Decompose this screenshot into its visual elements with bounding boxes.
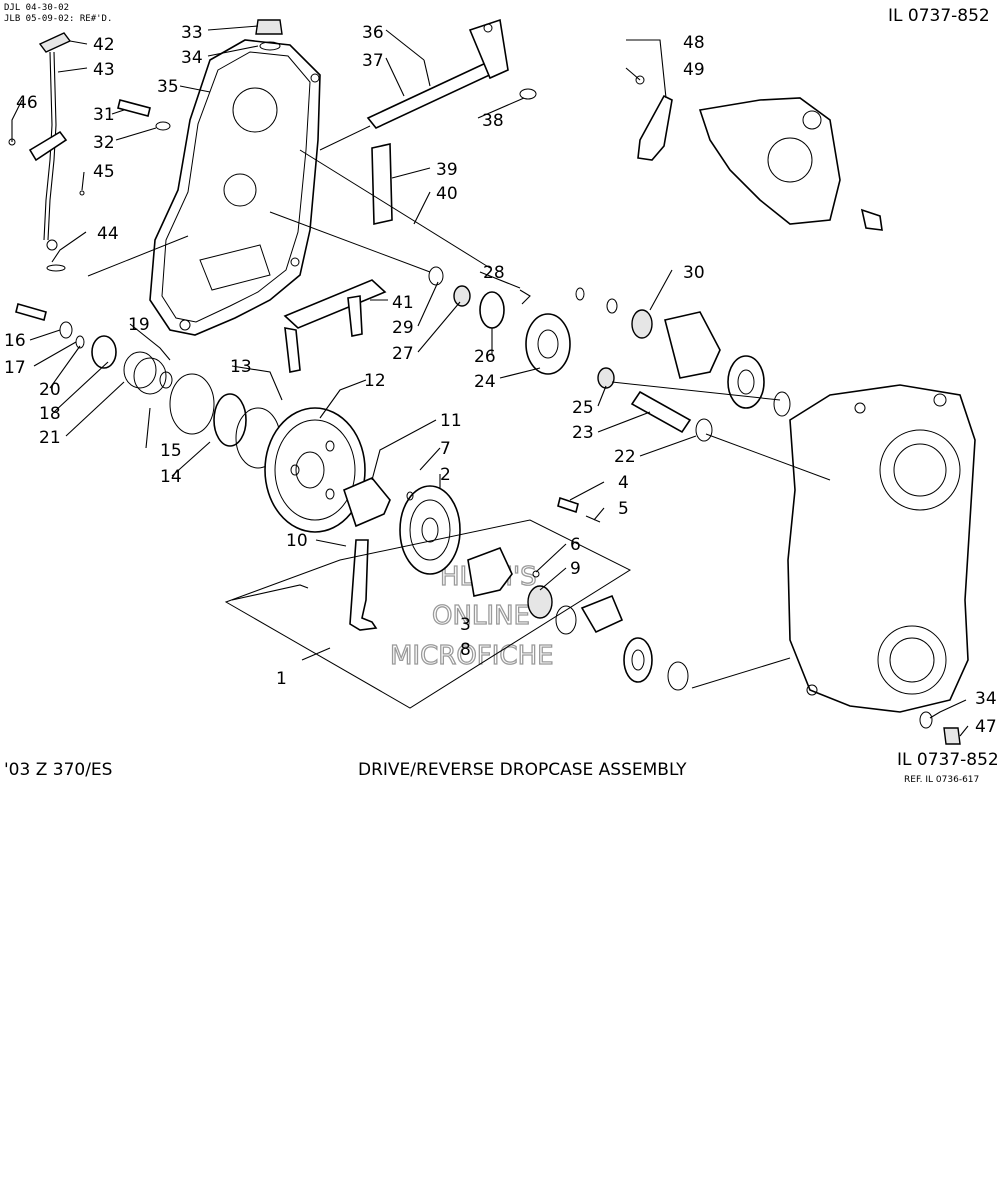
- callout-2: 2: [440, 465, 451, 485]
- callout-37: 37: [362, 51, 384, 71]
- callout-6: 6: [570, 535, 581, 555]
- bearing-cover: [575, 287, 791, 417]
- callout-48: 48: [683, 33, 705, 53]
- splined-hub: [343, 477, 391, 528]
- model-label: '03 Z 370/ES: [4, 760, 112, 780]
- watermark-line-2: ONLINE: [432, 601, 530, 631]
- callout-32: 32: [93, 133, 115, 153]
- callout-47: 47: [975, 717, 997, 737]
- callout-45: 45: [93, 162, 115, 182]
- callout-19: 19: [128, 315, 150, 335]
- callout-24: 24: [474, 372, 496, 392]
- callout-10: 10: [286, 531, 308, 551]
- revision-line-2: JLB 05-09-02: RE#'D.: [4, 14, 112, 24]
- callout-34-drain: 34: [975, 689, 997, 709]
- chaincase-cover: [149, 39, 321, 336]
- drain-plug: [919, 711, 961, 745]
- callout-34-cover: 34: [181, 48, 203, 68]
- callout-28: 28: [483, 263, 505, 283]
- revision-line-1: DJL 04-30-02: [4, 3, 69, 13]
- callout-5: 5: [618, 499, 629, 519]
- callout-33: 33: [181, 23, 203, 43]
- countershaft: [597, 367, 713, 442]
- callout-43: 43: [93, 60, 115, 80]
- shift-shaft: [366, 18, 537, 129]
- callout-40: 40: [436, 184, 458, 204]
- callout-27: 27: [392, 344, 414, 364]
- callout-14: 14: [160, 467, 182, 487]
- callout-22: 22: [614, 447, 636, 467]
- driven-sprocket-stack: [15, 303, 281, 469]
- callout-17: 17: [4, 358, 26, 378]
- callout-49: 49: [683, 60, 705, 80]
- callout-4: 4: [618, 473, 629, 493]
- callout-41: 41: [392, 293, 414, 313]
- diagram-title: DRIVE/REVERSE DROPCASE ASSEMBLY: [358, 760, 687, 780]
- callout-13: 13: [230, 357, 252, 377]
- watermark-line-3: MICROFICHE: [390, 641, 554, 671]
- callout-30: 30: [683, 263, 705, 283]
- fill-cap: [255, 19, 283, 51]
- callout-31: 31: [93, 105, 115, 125]
- callout-18: 18: [39, 404, 61, 424]
- callout-20: 20: [39, 380, 61, 400]
- callout-12: 12: [364, 371, 386, 391]
- callout-42: 42: [93, 35, 115, 55]
- callout-29: 29: [392, 318, 414, 338]
- dropcase-housing: [787, 384, 976, 713]
- callout-38: 38: [482, 111, 504, 131]
- bolt-31: [117, 99, 171, 131]
- callout-1: 1: [276, 669, 287, 689]
- drive-chain: [349, 539, 378, 631]
- retainer-plate: [371, 143, 393, 225]
- reference-id: REF. IL 0736-617: [904, 775, 979, 785]
- callout-26: 26: [474, 347, 496, 367]
- callout-16: 16: [4, 331, 26, 351]
- callout-44: 44: [97, 224, 119, 244]
- callout-36: 36: [362, 23, 384, 43]
- leader-lines: [11, 25, 969, 737]
- callout-39: 39: [436, 160, 458, 180]
- callout-3: 3: [460, 615, 471, 635]
- illustration-id-top: IL 0737-852: [888, 6, 990, 26]
- callout-23: 23: [572, 423, 594, 443]
- callout-25: 25: [572, 398, 594, 418]
- callout-11: 11: [440, 411, 462, 431]
- callout-46: 46: [16, 93, 38, 113]
- callout-21: 21: [39, 428, 61, 448]
- large-sprocket: [264, 407, 366, 533]
- reverse-gear: [399, 485, 461, 575]
- parts-artwork: [8, 18, 976, 745]
- dipstick-assembly: [8, 32, 85, 272]
- callout-8: 8: [460, 640, 471, 660]
- upper-gear-train: [428, 266, 571, 375]
- callout-9: 9: [570, 559, 581, 579]
- illustration-id-bottom: IL 0737-852: [897, 750, 999, 770]
- callout-35: 35: [157, 77, 179, 97]
- shift-bracket: [283, 279, 387, 373]
- upper-dropcase: [635, 75, 883, 231]
- callout-7: 7: [440, 439, 451, 459]
- callout-labels: 42 43 46 31 32 45 44 33 34 35 36 37 38 3…: [4, 23, 997, 737]
- callout-15: 15: [160, 441, 182, 461]
- shift-dog: [467, 546, 689, 691]
- detent-pin: [406, 491, 601, 523]
